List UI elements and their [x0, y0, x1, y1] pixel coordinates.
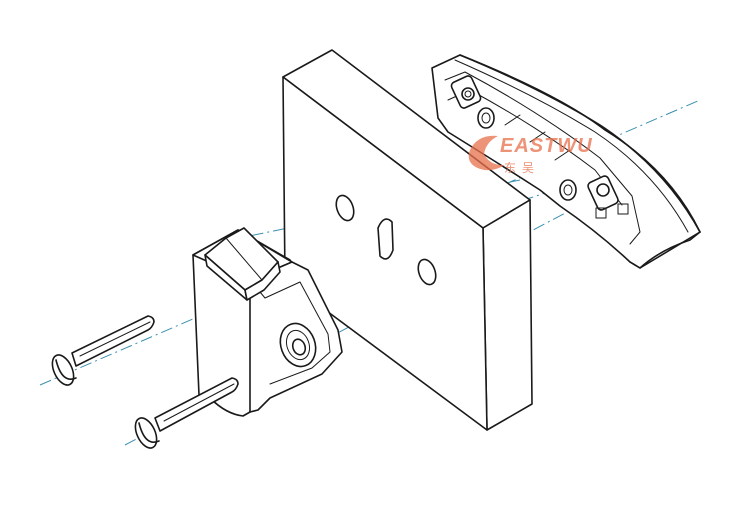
- handle-boss-upper-hole: [481, 112, 491, 124]
- screw-upper-head-rim: [55, 359, 77, 380]
- screw-lower-shank: [154, 377, 239, 432]
- handle-bottom-lip: [629, 231, 701, 269]
- watermark-logo: EASTWU 东吴: [468, 135, 593, 175]
- rocker-button-ridge: [225, 237, 263, 281]
- handle-foot-2: [617, 203, 629, 215]
- handle-foot-1: [595, 207, 607, 219]
- lock-screw-bore-mid: [285, 329, 311, 361]
- rocker-button: [204, 227, 281, 301]
- screw-upper-head: [51, 354, 75, 386]
- door-panel: [282, 49, 533, 431]
- handle-rib-3: [554, 149, 571, 161]
- handle-rib-1: [504, 114, 521, 126]
- watermark-subtext: 东吴: [504, 161, 540, 175]
- handle-screw-boss-bottom: [596, 183, 610, 197]
- screw-upper: [51, 315, 155, 386]
- handle-screw-boss-top-inner: [464, 90, 472, 98]
- panel-slot-hole: [377, 218, 394, 260]
- panel-hole-top: [335, 194, 355, 222]
- handle-rib-2: [529, 131, 546, 143]
- screw-upper-shank: [71, 315, 155, 367]
- panel-hole-bottom: [417, 258, 437, 286]
- screw-lower-head: [134, 417, 158, 449]
- panel-side-face: [482, 199, 533, 431]
- watermark-swoosh-icon: [468, 135, 505, 171]
- handle-back-curve-inner: [454, 59, 689, 233]
- screw-lower-shank-edge: [163, 383, 235, 422]
- lock-body-side-bevel: [264, 281, 331, 385]
- handle-screw-boss-top: [461, 87, 475, 101]
- watermark-text: EASTWU: [500, 135, 593, 157]
- lock-screw-bore-inner: [291, 338, 307, 356]
- handle-boss-lower-hole: [563, 184, 573, 196]
- screw-lower: [134, 377, 239, 449]
- handle-boss-upper: [477, 107, 495, 129]
- handle-inner-channel: [444, 71, 641, 245]
- handle-back-curve: [459, 54, 701, 233]
- screw-upper-shank-edge: [79, 321, 151, 357]
- outer-handle: [431, 54, 701, 269]
- screw-lower-head-rim: [138, 422, 160, 443]
- handle-boss-lower: [559, 179, 577, 201]
